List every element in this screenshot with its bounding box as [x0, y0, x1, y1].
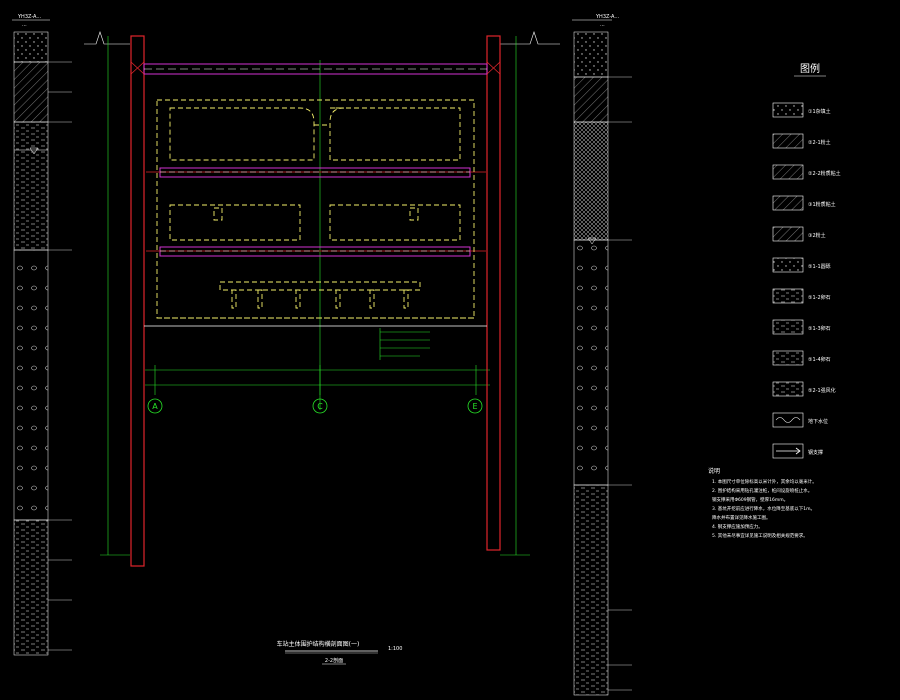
legend-item: ⑤2-1强风化 [772, 381, 836, 397]
left-retaining-wall [130, 35, 145, 567]
left-silt-layer [13, 61, 49, 123]
svg-text:C: C [317, 402, 323, 411]
legend-swatch [772, 319, 804, 335]
station-structure-outline [156, 99, 475, 319]
legend-swatch [772, 164, 804, 180]
left-borehole-sub: ... [22, 22, 27, 28]
axis-bubble-C: C [312, 398, 328, 414]
legend-swatch [772, 288, 804, 304]
legend: 图例 ①1杂填土 ②2-1粉土 ②2-2粉质粘土 ③1粉质粘土 ③2粉土 ⑤1-1圆砾 ⑤1… [772, 62, 841, 459]
legend-item: ⑤1-1圆砾 [772, 257, 831, 273]
right-rock-layer [573, 484, 609, 696]
legend-item: ⑤1-2卵石 [772, 288, 831, 304]
legend-item: ①1杂填土 [772, 102, 831, 118]
legend-item: ③1粉质粘土 [772, 195, 836, 211]
middle-strut-1 [146, 167, 486, 178]
drawing-scale: 1:100 [388, 646, 402, 652]
legend-item: ②2-2粉质粘土 [772, 164, 841, 180]
left-borehole-id: YH3Z-A... [17, 14, 42, 20]
legend-swatch [772, 443, 804, 459]
legend-swatch [772, 102, 804, 118]
legend-label: ③2粉土 [808, 232, 826, 239]
legend-item: 地下水位 [772, 412, 828, 428]
legend-swatch [772, 381, 804, 397]
legend-swatch [772, 257, 804, 273]
legend-swatch [772, 226, 804, 242]
legend-label: ①1杂填土 [808, 108, 831, 115]
legend-label: ⑤1-2卵石 [808, 294, 831, 301]
notes-block: 说明 1. 本图尺寸单位除标高以米计外，其余均以毫米计。 2. 围护结构采用钻孔灌… [708, 467, 817, 539]
notes-lines: 1. 本图尺寸单位除标高以米计外，其余均以毫米计。 2. 围护结构采用钻孔灌注桩，… [712, 478, 817, 539]
legend-title: 图例 [800, 62, 820, 75]
right-borehole-id: YH3Z-A... [595, 14, 620, 20]
legend-item: ⑤1-4卵石 [772, 350, 831, 366]
legend-item: ②2-1粉土 [772, 133, 831, 149]
axis-bubble-A: A [147, 398, 163, 414]
legend-swatch [772, 133, 804, 149]
left-rock-layer [13, 519, 49, 656]
legend-label: ⑤2-1强风化 [808, 387, 836, 394]
legend-label: ⑤1-1圆砾 [808, 263, 831, 270]
legend-swatch [772, 195, 804, 211]
note-line: 钢支撑采用Φ609钢管，壁厚16mm。 [712, 496, 788, 503]
legend-item: 钢支撑 [772, 443, 823, 459]
ground-surface-line [84, 31, 560, 45]
drawing-title: 车站主体围护结构横剖面图(一) [277, 640, 360, 648]
top-strut [130, 61, 501, 75]
right-silt-layer [573, 76, 609, 123]
left-fill-layer [13, 31, 49, 63]
svg-text:E: E [472, 402, 477, 411]
middle-strut-2 [146, 246, 486, 257]
right-fill-layer [573, 31, 609, 78]
legend-label: ③1粉质粘土 [808, 201, 836, 208]
legend-item: ⑤1-3卵石 [772, 319, 831, 335]
title-block: 车站主体围护结构横剖面图(一) 1:100 2-2剖面 [277, 640, 402, 665]
legend-items: ①1杂填土 ②2-1粉土 ②2-2粉质粘土 ③1粉质粘土 ③2粉土 ⑤1-1圆砾 ⑤1-2卵… [772, 102, 841, 459]
section-label: 2-2剖面 [325, 657, 343, 664]
legend-label: 地下水位 [808, 418, 828, 425]
right-borehole-column: YH3Z-A... ... [572, 14, 632, 696]
note-line: 2. 围护结构采用钻孔灌注桩，桩间设旋喷桩止水。 [712, 487, 812, 494]
right-gravel-layer [573, 239, 609, 486]
right-clay-layer [573, 121, 609, 241]
left-gravel-layer [13, 249, 49, 521]
right-retaining-wall [486, 35, 501, 551]
note-line: 1. 本图尺寸单位除标高以米计外，其余均以毫米计。 [712, 478, 817, 485]
legend-label: ②2-1粉土 [808, 139, 831, 146]
notes-title: 说明 [708, 467, 720, 475]
dimension-lines [100, 36, 530, 556]
legend-label: 钢支撑 [808, 449, 823, 456]
legend-swatch [772, 412, 804, 428]
legend-label: ⑤1-4卵石 [808, 356, 831, 363]
svg-text:A: A [152, 402, 158, 411]
note-line: 3. 基坑开挖前应进行降水，水位降至基底以下1m。 [712, 505, 815, 512]
right-borehole-sub: ... [600, 22, 605, 28]
note-line: 5. 其他未尽事宜详见施工说明及相关规范要求。 [712, 532, 808, 539]
leader-note-block [379, 328, 430, 360]
note-line: 降水井布置详见降水施工图。 [712, 514, 771, 521]
left-borehole-column: YH3Z-A... ... [12, 14, 72, 656]
legend-item: ③2粉土 [772, 226, 826, 242]
legend-label: ②2-2粉质粘土 [808, 170, 841, 177]
legend-label: ⑤1-3卵石 [808, 325, 831, 332]
axis-bubble-E: E [467, 398, 483, 414]
left-clay-layer [13, 121, 49, 251]
legend-swatch [772, 350, 804, 366]
note-line: 4. 钢支撑应施加预应力。 [712, 523, 763, 530]
